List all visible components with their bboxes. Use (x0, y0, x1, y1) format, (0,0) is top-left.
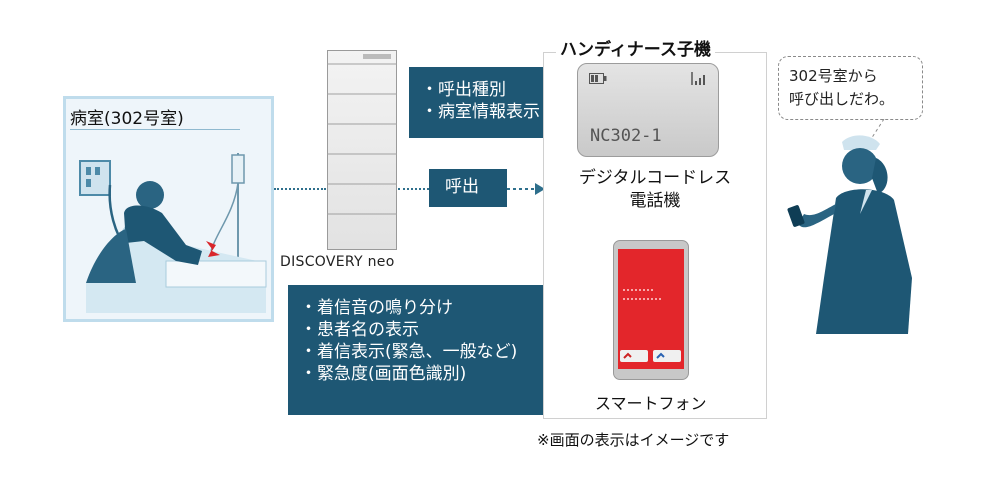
call-arrow (507, 183, 545, 195)
server-to-call-connector (398, 188, 429, 190)
callout-line: ・患者名の表示 (300, 320, 419, 340)
callout-line: ・緊急度(画面色識別) (300, 364, 467, 384)
smartphone-screen-details (620, 289, 681, 362)
dect-phone-screen (577, 63, 719, 157)
room-to-server-connector (274, 188, 326, 190)
battery-icon (589, 73, 607, 84)
speech-tail (861, 119, 885, 154)
nurse-speech-bubble: 302号室から 呼び出しだわ。 (778, 56, 923, 120)
callout-call-text: 呼出 (445, 177, 479, 197)
handset-title: ハンディナース子機 (556, 35, 715, 60)
dect-label-line: 電話機 (629, 191, 681, 211)
callout-line: ・呼出種別 (421, 80, 506, 100)
nurse-illustration (787, 135, 912, 334)
dect-label-line: デジタルコードレス (578, 168, 732, 188)
callout-call-type-info: ・呼出種別 ・病室情報表示 (409, 67, 559, 138)
room-title-underline (70, 129, 240, 130)
screen-image-note: ※画面の表示はイメージです (537, 431, 730, 449)
callout-call: 呼出 (429, 169, 507, 207)
smartphone-label: スマートフォン (595, 394, 707, 413)
room-title: 病室(302号室) (70, 109, 184, 129)
callout-line: ・病室情報表示 (421, 102, 540, 122)
server-bay-lines (327, 54, 397, 215)
patient-in-bed-illustration (79, 153, 267, 313)
smartphone-screen (618, 249, 684, 369)
server-label: DISCOVERY neo (280, 254, 395, 270)
speech-line: 呼び出しだわ。 (789, 90, 895, 108)
dect-screen-text: NC302-1 (590, 126, 662, 146)
signal-icon (691, 72, 705, 85)
callout-line: ・着信音の鳴り分け (300, 298, 453, 318)
discovery-neo-server (327, 50, 397, 250)
callout-smartphone-features: ・着信音の鳴り分け ・患者名の表示 ・着信表示(緊急、一般など) ・緊急度(画面… (288, 285, 558, 415)
dect-phone-label: デジタルコードレス 電話機 (566, 167, 744, 213)
speech-line: 302号室から (789, 67, 878, 85)
callout-line: ・着信表示(緊急、一般など) (300, 342, 518, 362)
